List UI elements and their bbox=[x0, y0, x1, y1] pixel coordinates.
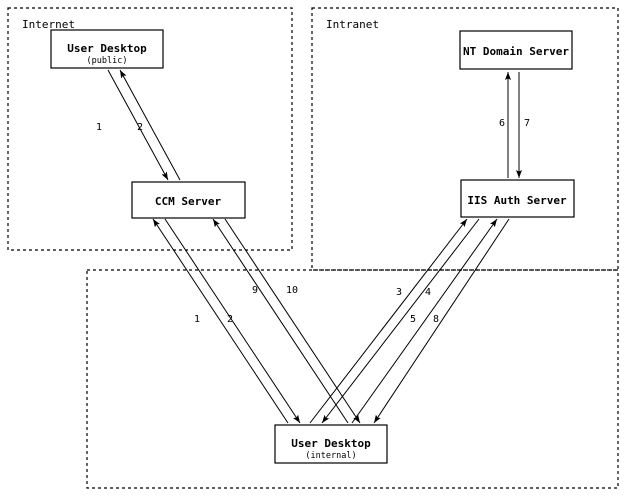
node-ccm-server-box[interactable] bbox=[131, 181, 246, 219]
node-ccm-server[interactable]: CCM Server bbox=[131, 181, 246, 219]
flow-line-4 bbox=[321, 218, 480, 424]
node-user-desktop-internal-subtitle: (internal) bbox=[305, 451, 356, 461]
flow-label-2-internal: 2 bbox=[227, 314, 233, 325]
flow-line-9 bbox=[212, 218, 349, 424]
node-user-desktop-internal-box[interactable] bbox=[274, 424, 388, 464]
flow-label-7: 7 bbox=[524, 118, 530, 129]
node-nt-domain-server-box[interactable] bbox=[459, 30, 573, 70]
flow-label-2-public: 2 bbox=[137, 122, 143, 133]
node-iis-auth-server[interactable]: IIS Auth Server bbox=[460, 179, 575, 218]
node-user-desktop-public-title: User Desktop bbox=[67, 42, 147, 55]
node-user-desktop-public[interactable]: User Desktop (public) bbox=[50, 29, 164, 69]
flow-label-9: 9 bbox=[252, 285, 258, 296]
flow-line-1-internal bbox=[152, 218, 289, 424]
node-iis-auth-server-box[interactable] bbox=[460, 179, 575, 218]
flow-line-5 bbox=[351, 218, 498, 424]
flow-line-2-internal bbox=[164, 218, 301, 424]
flow-label-1-internal: 1 bbox=[194, 314, 200, 325]
flow-line-1-public bbox=[107, 69, 169, 181]
flow-label-6: 6 bbox=[499, 118, 505, 129]
flow-label-8: 8 bbox=[433, 314, 439, 325]
zone-internet-label: Internet bbox=[22, 18, 75, 31]
node-user-desktop-internal-title: User Desktop bbox=[291, 437, 371, 450]
flow-label-3: 3 bbox=[396, 287, 402, 298]
flow-line-8 bbox=[373, 218, 510, 424]
node-user-desktop-internal[interactable]: User Desktop (internal) bbox=[274, 424, 388, 464]
flow-label-1-public: 1 bbox=[96, 122, 102, 133]
flow-line-3 bbox=[309, 218, 468, 424]
zone-intranet-label: Intranet bbox=[326, 18, 379, 31]
flow-label-5: 5 bbox=[410, 314, 416, 325]
node-ccm-server-title: CCM Server bbox=[155, 195, 222, 208]
node-user-desktop-public-subtitle: (public) bbox=[87, 56, 128, 66]
flow-line-2-public bbox=[119, 69, 181, 181]
zone-internal-boundary bbox=[86, 269, 619, 489]
flow-label-4: 4 bbox=[425, 287, 431, 298]
zone-internet-boundary bbox=[7, 7, 293, 251]
node-nt-domain-server-title: NT Domain Server bbox=[463, 45, 569, 58]
node-user-desktop-public-box[interactable] bbox=[50, 29, 164, 69]
node-iis-auth-server-title: IIS Auth Server bbox=[467, 194, 567, 207]
node-nt-domain-server[interactable]: NT Domain Server bbox=[459, 30, 573, 70]
flow-label-10: 10 bbox=[286, 285, 298, 296]
flow-line-10 bbox=[224, 218, 361, 424]
